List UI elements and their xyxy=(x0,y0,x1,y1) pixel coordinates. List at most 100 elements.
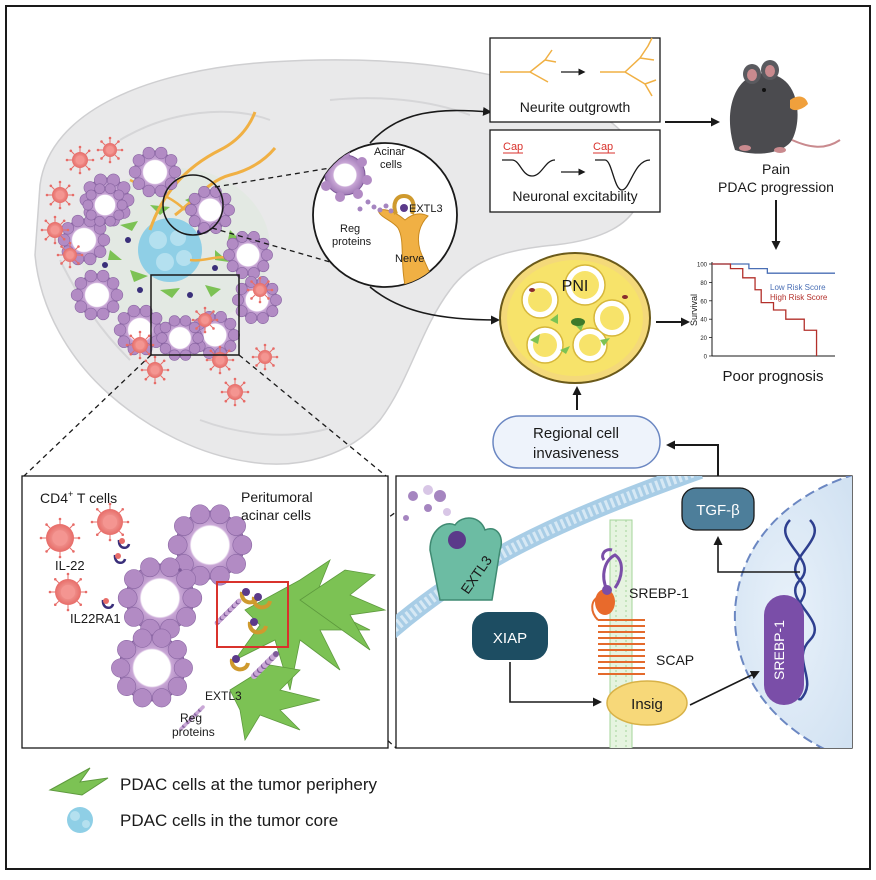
t-cell xyxy=(45,180,75,210)
extl3-receptor xyxy=(229,655,250,672)
regional-invasiveness-box: Regional cell invasiveness xyxy=(492,415,661,469)
zoom-nerve-label: Nerve xyxy=(395,253,424,265)
srebp1-label: SREBP-1 xyxy=(629,585,689,601)
acinar-cell xyxy=(128,146,182,198)
il22-label: IL-22 xyxy=(55,558,85,573)
ll-reg-label-1: Reg xyxy=(180,711,202,725)
t-cell xyxy=(96,136,124,164)
xiap-box xyxy=(472,612,548,660)
zoom-acinar-label-2: cells xyxy=(380,159,403,171)
km-tick-label: 60 xyxy=(700,299,707,305)
arrow-xiap-to-insig xyxy=(509,662,602,707)
zoom-source-circle xyxy=(162,174,224,236)
invasiveness-label-1: Regional cell xyxy=(533,425,619,442)
tumor-cluster xyxy=(40,111,282,407)
neurite-outgrowth-label: Neurite outgrowth xyxy=(520,99,631,115)
t-cell xyxy=(39,517,81,559)
il22ra1-receptor xyxy=(113,553,127,564)
km-tick-label: 40 xyxy=(700,318,707,324)
peritumoral-label-1: Peritumoral xyxy=(241,489,313,505)
pni-label: PNI xyxy=(562,278,589,295)
t-cell xyxy=(251,343,279,371)
survival-plot: 100 80 60 40 20 0 Survival Low Risk Score Hig… xyxy=(689,262,835,361)
peritumoral-label-2: acinar cells xyxy=(241,507,311,523)
t-cell xyxy=(125,330,155,360)
neuronal-excitability-box: Cap Cap Neuronal excitability xyxy=(489,129,661,213)
pdac-progression-label: PDAC progression xyxy=(718,179,834,195)
extl3-receptor xyxy=(247,618,268,635)
t-cell xyxy=(56,241,84,269)
km-high-risk-line xyxy=(712,263,818,356)
arrow-to-pni xyxy=(369,286,500,325)
poor-prognosis-label: Poor prognosis xyxy=(723,368,824,385)
t-cell xyxy=(90,502,130,542)
legend-periphery-label: PDAC cells at the tumor periphery xyxy=(120,775,377,794)
ll-reg-label-2: proteins xyxy=(172,725,215,739)
red-zoom-box xyxy=(216,581,289,648)
acinar-cell xyxy=(70,269,124,321)
cap-before-label: Cap xyxy=(503,141,523,153)
extl3-receptor xyxy=(251,593,272,610)
insig-label: Insig xyxy=(631,696,663,713)
nuclear-srebp1-box xyxy=(764,595,804,705)
legend: PDAC cells at the tumor periphery PDAC c… xyxy=(48,767,377,833)
km-low-risk-line xyxy=(712,263,835,274)
km-ylabel: Survival xyxy=(689,294,699,326)
periphery-cell-icon xyxy=(48,767,109,796)
km-tick-label: 20 xyxy=(700,336,707,342)
acinar-cell xyxy=(117,557,203,639)
t-cell xyxy=(48,572,88,612)
acinar-cell xyxy=(82,183,128,227)
il22ra1-receptor xyxy=(101,598,115,609)
neurite-outgrowth-box: Neurite outgrowth xyxy=(489,37,661,123)
neuronal-excitability-label: Neuronal excitability xyxy=(512,188,637,204)
mechanism-panel: XIAP EXTL3 Insig SREBP-1 SCAP SREBP-1 TG… xyxy=(395,475,853,749)
il22ra1-receptor xyxy=(117,538,131,549)
zoom-acinar-label-1: Acinar xyxy=(374,146,406,158)
il22ra1-label: IL22RA1 xyxy=(70,611,121,626)
mouse-illustration xyxy=(729,60,841,154)
tgf-label: TGF-β xyxy=(696,502,740,519)
acinar-cell xyxy=(111,628,193,708)
t-cell xyxy=(40,215,70,245)
acinar-cell xyxy=(167,504,253,586)
acinar-cell xyxy=(156,315,204,361)
arrow-to-neurite xyxy=(369,106,492,144)
cap-after-label: Cap xyxy=(593,141,613,153)
core-cell-icon xyxy=(67,807,93,833)
km-low-risk-label: Low Risk Score xyxy=(770,283,826,292)
acinar-cell xyxy=(232,276,282,324)
acinar-cell xyxy=(185,186,235,234)
lower-left-panel: CD4+ T cells Peritumoral acinar cells IL… xyxy=(21,475,389,749)
t-cell xyxy=(140,355,170,385)
t-cell xyxy=(246,276,274,304)
scap-label: SCAP xyxy=(656,652,694,668)
cd4-label: CD4+ T cells xyxy=(40,489,117,506)
t-cell xyxy=(220,377,250,407)
t-cell xyxy=(65,145,95,175)
ll-extl3-label: EXTL3 xyxy=(205,689,242,703)
pain-label: Pain xyxy=(762,161,790,177)
t-cell xyxy=(191,306,219,334)
zoom-reg-label-1: Reg xyxy=(340,223,360,235)
zoom-circle-acinar-nerve: Acinar cells Reg proteins EXTL3 Nerve xyxy=(312,142,458,288)
arrow-tgf-to-invasive xyxy=(666,440,719,488)
km-high-risk-label: High Risk Score xyxy=(770,293,828,302)
arrow-dna-to-tgf xyxy=(713,536,800,573)
arrow-insig-to-srebp xyxy=(689,671,760,706)
nuclear-srebp1-label: SREBP-1 xyxy=(771,620,787,680)
legend-core-label: PDAC cells in the tumor core xyxy=(120,811,338,830)
t-cell xyxy=(205,345,235,375)
invasiveness-label-2: invasiveness xyxy=(533,445,619,462)
pni-nerve-section: PNI xyxy=(499,252,651,384)
km-tick-label: 80 xyxy=(700,281,707,287)
tgf-box xyxy=(681,487,755,531)
insig-shape xyxy=(606,680,688,726)
km-tick-label: 100 xyxy=(697,263,708,269)
acinar-cell xyxy=(223,231,273,279)
zoom-extl3-label: EXTL3 xyxy=(409,203,443,215)
km-tick-label: 0 xyxy=(704,355,708,361)
zoom-source-square xyxy=(150,274,240,356)
xiap-label: XIAP xyxy=(493,630,527,647)
